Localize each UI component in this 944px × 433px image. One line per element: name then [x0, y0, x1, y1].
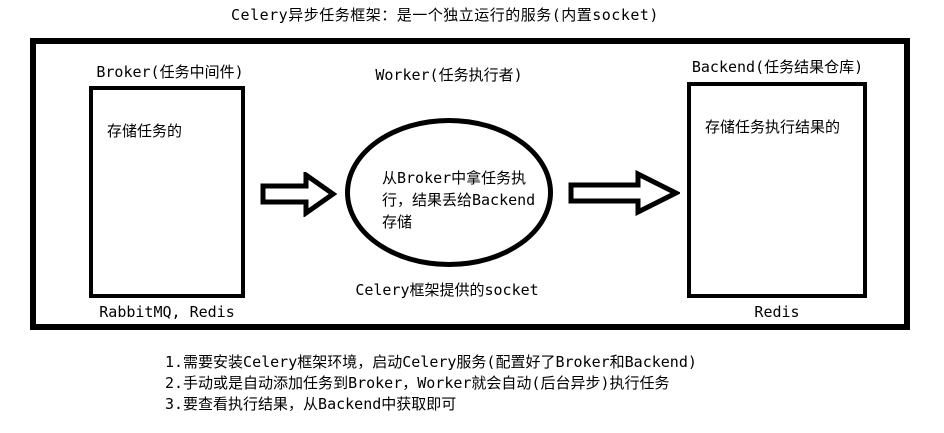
backend-label: Backend(任务结果仓库) [691, 58, 864, 76]
backend-description: 存储任务执行结果的 [705, 118, 841, 136]
arrow-right-worker-to-backend-icon [568, 170, 680, 216]
notes-list: 1.需要安装Celery框架环境，启动Celery服务(配置好了Broker和B… [165, 352, 805, 415]
worker-caption: Celery框架提供的socket [355, 281, 539, 299]
backend-caption: Redis [754, 303, 800, 321]
worker-ellipse: 从Broker中拿任务执行，结果丢给Backend存储 [345, 118, 553, 267]
note-line-1: 1.需要安装Celery框架环境，启动Celery服务(配置好了Broker和B… [165, 353, 697, 371]
broker-caption: RabbitMQ, Redis [99, 303, 235, 321]
broker-label: Broker(任务中间件) [96, 63, 244, 81]
worker-description: 从Broker中拿任务执行，结果丢给Backend存储 [382, 169, 536, 231]
note-line-2: 2.手动或是自动添加任务到Broker，Worker就会自动(后台异步)执行任务 [165, 374, 670, 392]
note-line-3: 3.要查看执行结果，从Backend中获取即可 [165, 395, 457, 413]
diagram-title: Celery异步任务框架：是一个独立运行的服务(内置socket) [231, 6, 659, 24]
broker-box: 存储任务的 [89, 86, 245, 298]
broker-description: 存储任务的 [107, 122, 183, 140]
backend-box: 存储任务执行结果的 [687, 82, 867, 298]
arrow-right-broker-to-worker-icon [260, 172, 337, 217]
worker-label: Worker(任务执行者) [375, 66, 523, 84]
